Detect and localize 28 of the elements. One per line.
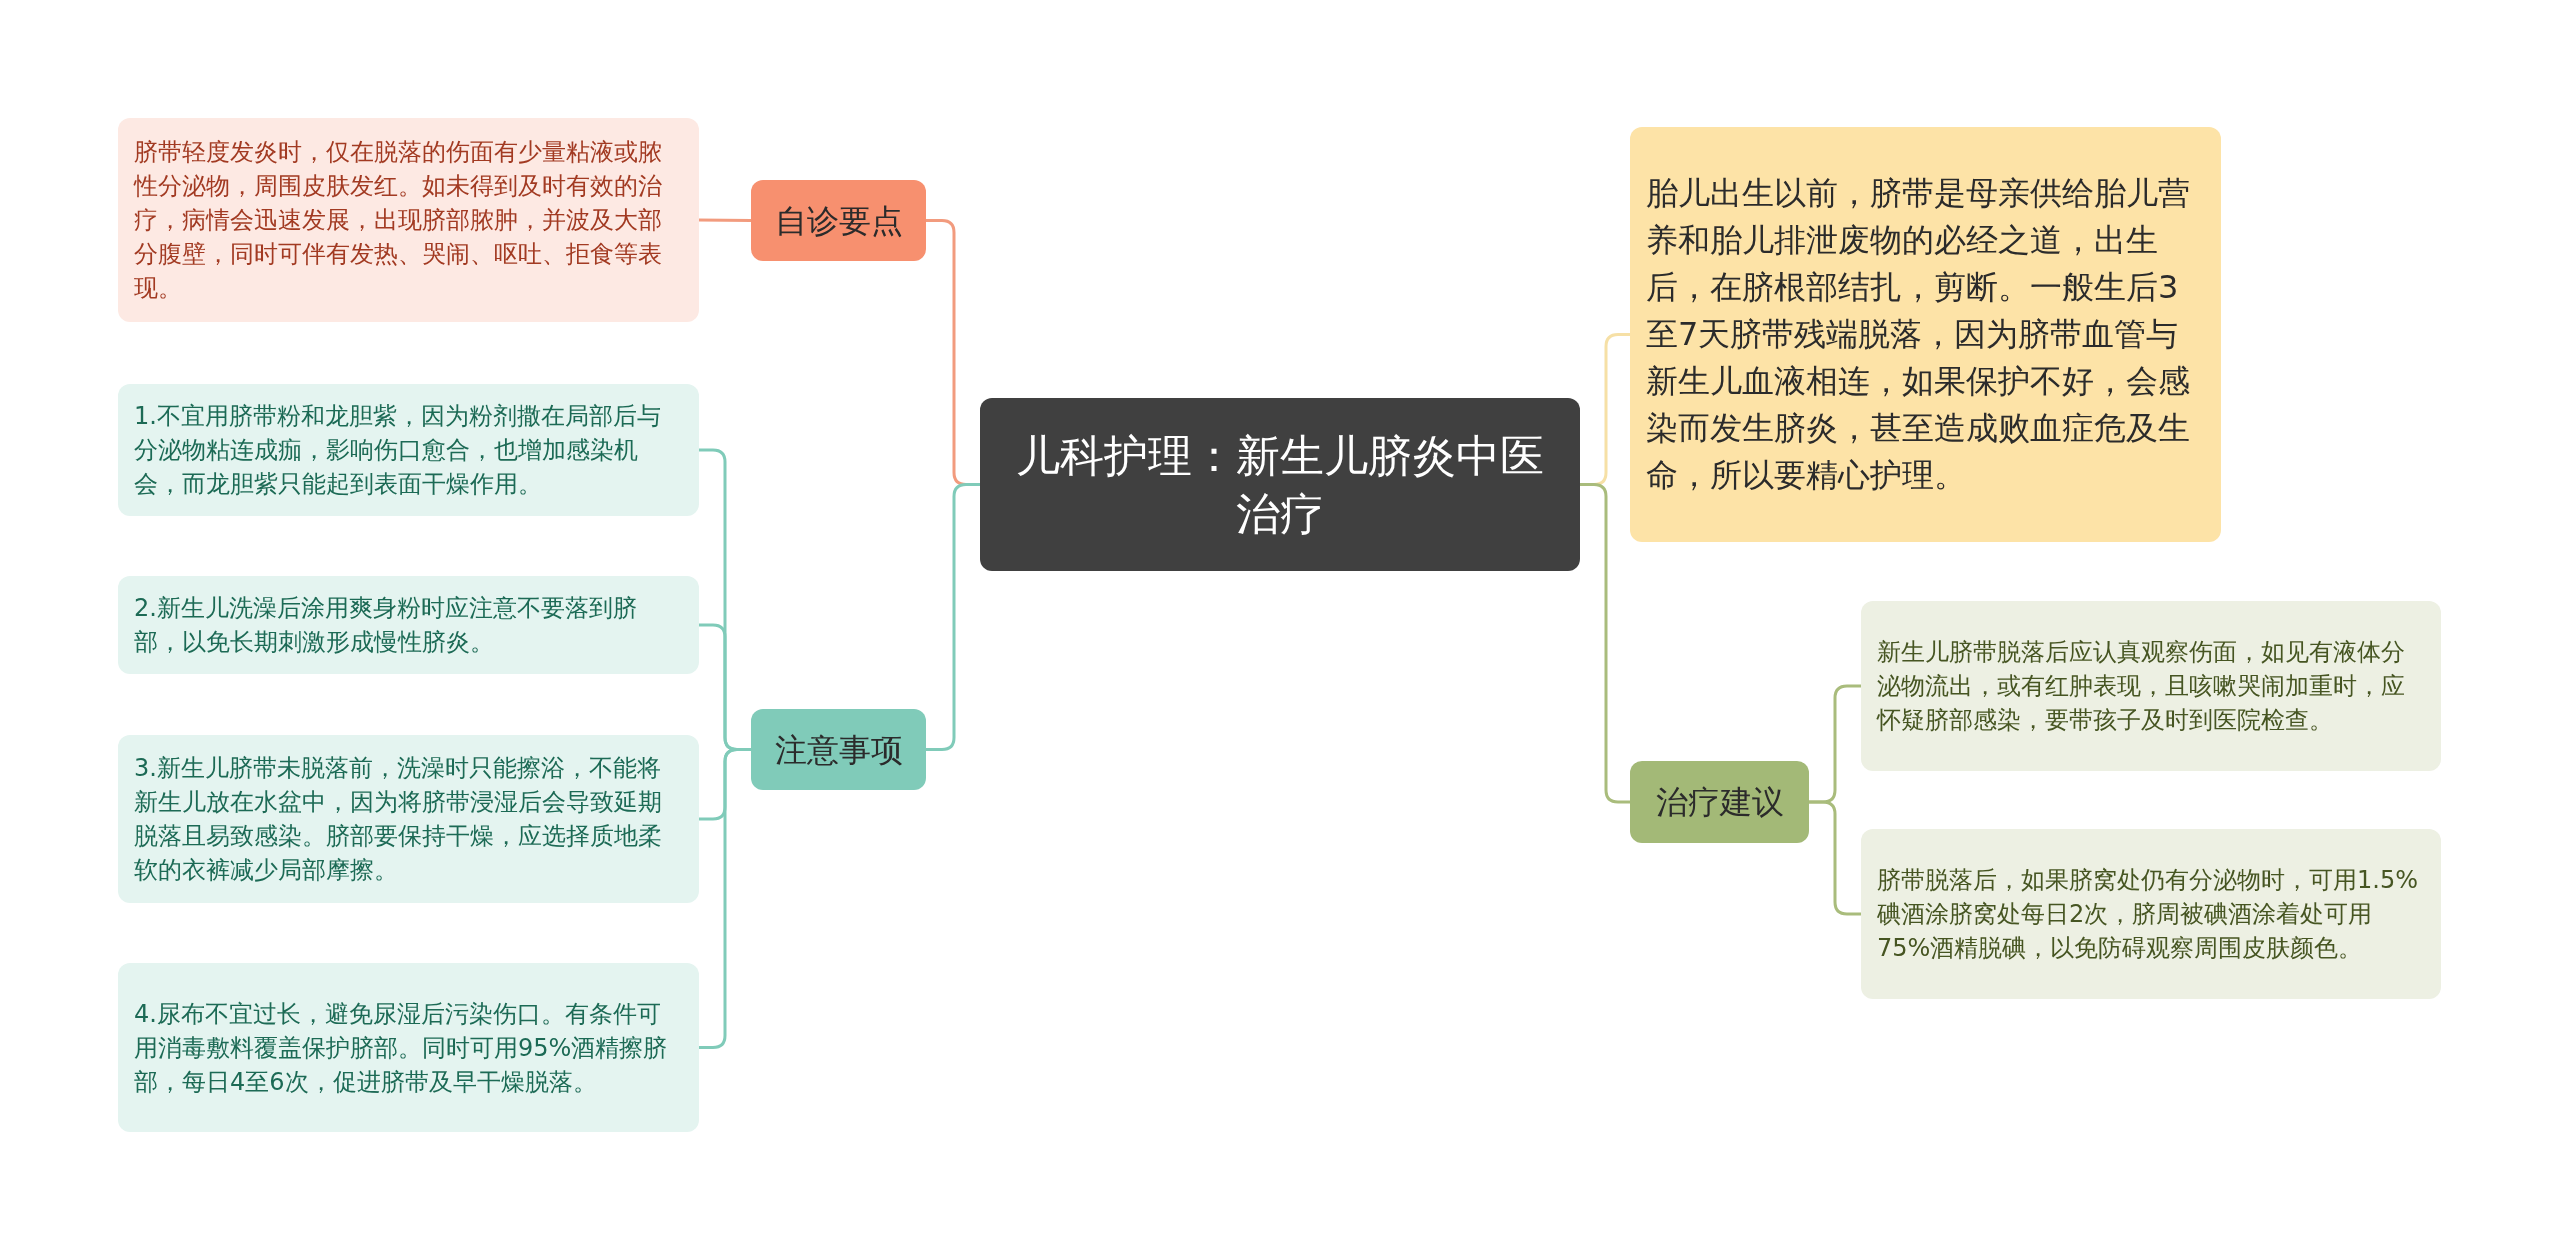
node-text: 1.不宜用脐带粉和龙胆紫，因为粉剂撒在局部后与分泌物粘连成痂，影响伤口愈合，也增加感染机会，而龙胆紫只能起到表面干燥作用。 [134,401,662,500]
note-card [118,118,699,322]
connector-line [699,748,751,1049]
connector-line [1809,800,1861,916]
connector-line [1580,483,1630,804]
info-card [1630,127,2221,542]
node-text: 治疗建议 [1654,782,1785,823]
node-text: 脐带轻度发炎时，仅在脱落的伤面有少量粘液或脓性分泌物，周围皮肤发红。如未得到及时有效的治疗，病情会迅速发展，出现脐部脓肿，并波及大部分腹壁，同时可伴有发热、哭闹、呕吐、拒食等表现。 [134,137,663,304]
note-card [118,576,699,674]
note-card [118,384,699,516]
node-text: 4.尿布不宜过长，避免尿湿后污染伤口。有条件可用消毒敷料覆盖保护脐部。同时可用95%酒精擦脐部，每日4至6次，促进脐带及早干燥脱落。 [134,998,669,1098]
note-card [118,963,699,1132]
node-text: 新生儿脐带脱落后应认真观察伤面，如见有液体分泌物流出，或有红肿表现，且咳嗽哭闹加重时，应怀疑脐部感染，要带孩子及时到医院检查。 [1877,637,2406,736]
central-topic [980,398,1580,571]
node-text: 3.新生儿脐带未脱落前，洗澡时只能擦浴，不能将新生儿放在水盆中，因为将脐带浸湿后会导致延期脱落且易致感染。脐部要保持干燥，应选择质地柔软的衣裤减少局部摩擦。 [134,753,663,886]
branch-topic [1630,761,1809,843]
node-text: 自诊要点 [773,200,904,242]
branch-topic [751,709,926,790]
node-text: 注意事项 [773,729,904,771]
node-text: 儿科护理：新生儿脐炎中医治疗 [1015,428,1545,541]
node-text: 2.新生儿洗澡后涂用爽身粉时应注意不要落到脐部，以免长期刺激形成慢性脐炎。 [134,593,638,658]
connector-line [699,218,751,222]
note-card [1861,601,2441,771]
node-text: 胎儿出生以前，脐带是母亲供给胎儿营养和胎儿排泄废物的必经之道，出生后，在脐根部结扎，剪断。一般生后3至7天脐带残端脱落，因为脐带血管与新生儿血液相连，如果保护不好，会感染而发生脐炎，甚至造成败血症危及生命，所以要精心护理。 [1646,173,2191,496]
note-card [1861,829,2441,999]
branch-topic [751,180,926,261]
note-card [118,735,699,903]
node-text: 脐带脱落后，如果脐窝处仍有分泌物时，可用1.5%碘酒涂脐窝处每日2次，脐周被碘酒涂着处可用75%酒精脱碘，以免防碍观察周围皮肤颜色。 [1877,865,2419,964]
